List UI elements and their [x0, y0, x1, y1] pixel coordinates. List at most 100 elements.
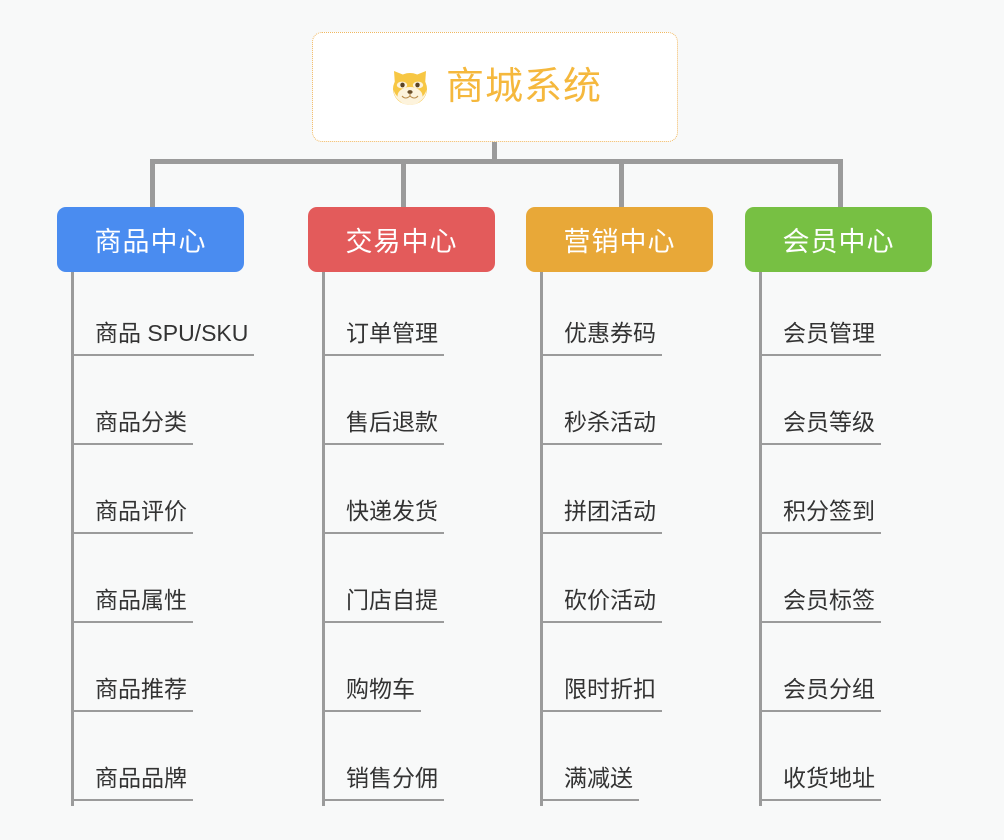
- leaf-label: 售后退款: [340, 409, 444, 445]
- leaf-underline: [322, 710, 346, 712]
- leaf-item[interactable]: 会员标签: [759, 539, 1004, 628]
- leaf-item[interactable]: 积分签到: [759, 450, 1004, 539]
- leaf-underline: [759, 621, 783, 623]
- branch-marketing-center: 营销中心 优惠券码 秒杀活动 拼团活动 砍价活动 限时折扣: [526, 207, 713, 806]
- branch-header-label-3: 会员中心: [782, 227, 895, 257]
- leaf-item[interactable]: 门店自提: [322, 539, 622, 628]
- leaf-underline: [322, 621, 346, 623]
- connector-drop-3: [838, 159, 843, 208]
- leaf-list-3: 会员管理 会员等级 积分签到 会员标签 会员分组 收货地址: [759, 272, 1004, 806]
- branch-spine-0: [71, 272, 74, 806]
- branch-spine-2: [540, 272, 543, 806]
- shiba-dog-face-icon: [388, 65, 432, 109]
- leaf-label: 商品推荐: [89, 676, 193, 712]
- leaf-label: 订单管理: [340, 320, 444, 356]
- leaf-underline: [540, 710, 564, 712]
- branch-header-2[interactable]: 营销中心: [526, 207, 713, 272]
- connector-root-stub: [492, 142, 497, 162]
- leaf-list-0: 商品 SPU/SKU 商品分类 商品评价 商品属性 商品推荐 商品品牌: [71, 272, 371, 806]
- leaf-label: 商品评价: [89, 498, 193, 534]
- leaf-item[interactable]: 快递发货: [322, 450, 622, 539]
- leaf-label: 积分签到: [777, 498, 881, 534]
- leaf-underline: [322, 532, 346, 534]
- leaf-item[interactable]: 满减送: [540, 717, 840, 806]
- leaf-item[interactable]: 收货地址: [759, 717, 1004, 806]
- leaf-underline: [71, 710, 95, 712]
- leaf-item[interactable]: 商品属性: [71, 539, 371, 628]
- leaf-item[interactable]: 砍价活动: [540, 539, 840, 628]
- leaf-label: 砍价活动: [558, 587, 662, 623]
- root-title: 商城系统: [445, 66, 602, 108]
- leaf-label: 满减送: [558, 765, 639, 801]
- connector-drop-2: [619, 159, 624, 208]
- leaf-label: 购物车: [340, 676, 421, 712]
- leaf-item[interactable]: 商品评价: [71, 450, 371, 539]
- branch-member-center: 会员中心 会员管理 会员等级 积分签到 会员标签 会员分组: [745, 207, 932, 806]
- leaf-item[interactable]: 拼团活动: [540, 450, 840, 539]
- leaf-underline: [759, 532, 783, 534]
- leaf-underline: [540, 443, 564, 445]
- leaf-label: 商品属性: [89, 587, 193, 623]
- leaf-label: 会员标签: [777, 587, 881, 623]
- branch-header-label-0: 商品中心: [94, 227, 207, 257]
- root-node[interactable]: 商城系统: [312, 32, 678, 142]
- leaf-item[interactable]: 商品推荐: [71, 628, 371, 717]
- branch-header-label-1: 交易中心: [345, 227, 458, 257]
- leaf-underline: [71, 354, 95, 356]
- leaf-underline: [759, 710, 783, 712]
- leaf-label: 商品 SPU/SKU: [89, 320, 255, 356]
- leaf-label: 快递发货: [340, 498, 444, 534]
- branch-trade-center: 交易中心 订单管理 售后退款 快递发货 门店自提 购物车: [308, 207, 495, 806]
- branch-header-3[interactable]: 会员中心: [745, 207, 932, 272]
- branch-header-0[interactable]: 商品中心: [57, 207, 244, 272]
- leaf-underline: [540, 354, 564, 356]
- leaf-label: 会员分组: [777, 676, 881, 712]
- leaf-underline: [322, 354, 346, 356]
- branch-spine-3: [759, 272, 762, 806]
- connector-drop-0: [150, 159, 155, 208]
- leaf-underline: [71, 443, 95, 445]
- leaf-item[interactable]: 会员管理: [759, 272, 1004, 361]
- leaf-underline: [71, 799, 95, 801]
- leaf-label: 秒杀活动: [558, 409, 662, 445]
- leaf-item[interactable]: 购物车: [322, 628, 622, 717]
- connector-bus: [150, 159, 841, 164]
- leaf-label: 门店自提: [340, 587, 444, 623]
- branch-header-1[interactable]: 交易中心: [308, 207, 495, 272]
- leaf-item[interactable]: 商品分类: [71, 361, 371, 450]
- leaf-underline: [759, 354, 783, 356]
- leaf-label: 商品品牌: [89, 765, 193, 801]
- leaf-underline: [322, 799, 346, 801]
- leaf-underline: [540, 621, 564, 623]
- leaf-underline: [540, 532, 564, 534]
- leaf-underline: [540, 799, 564, 801]
- leaf-label: 收货地址: [777, 765, 881, 801]
- leaf-label: 销售分佣: [340, 765, 444, 801]
- leaf-underline: [71, 621, 95, 623]
- leaf-label: 优惠券码: [558, 320, 662, 356]
- connector-drop-1: [401, 159, 406, 208]
- leaf-label: 会员等级: [777, 409, 881, 445]
- branch-header-label-2: 营销中心: [563, 227, 676, 257]
- leaf-item[interactable]: 会员等级: [759, 361, 1004, 450]
- leaf-list-2: 优惠券码 秒杀活动 拼团活动 砍价活动 限时折扣 满减送: [540, 272, 840, 806]
- leaf-item[interactable]: 商品 SPU/SKU: [71, 272, 371, 361]
- leaf-underline: [71, 532, 95, 534]
- leaf-item[interactable]: 优惠券码: [540, 272, 840, 361]
- leaf-item[interactable]: 订单管理: [322, 272, 622, 361]
- leaf-item[interactable]: 商品品牌: [71, 717, 371, 806]
- leaf-item[interactable]: 销售分佣: [322, 717, 622, 806]
- leaf-label: 商品分类: [89, 409, 193, 445]
- leaf-item[interactable]: 会员分组: [759, 628, 1004, 717]
- leaf-item[interactable]: 秒杀活动: [540, 361, 840, 450]
- branch-product-center: 商品中心 商品 SPU/SKU 商品分类 商品评价 商品属性 商品推荐: [57, 207, 255, 806]
- leaf-list-1: 订单管理 售后退款 快递发货 门店自提 购物车 销售分佣: [322, 272, 622, 806]
- branch-spine-1: [322, 272, 325, 806]
- leaf-underline: [759, 799, 783, 801]
- leaf-underline: [759, 443, 783, 445]
- leaf-item[interactable]: 售后退款: [322, 361, 622, 450]
- leaf-label: 会员管理: [777, 320, 881, 356]
- leaf-item[interactable]: 限时折扣: [540, 628, 840, 717]
- leaf-label: 限时折扣: [558, 676, 662, 712]
